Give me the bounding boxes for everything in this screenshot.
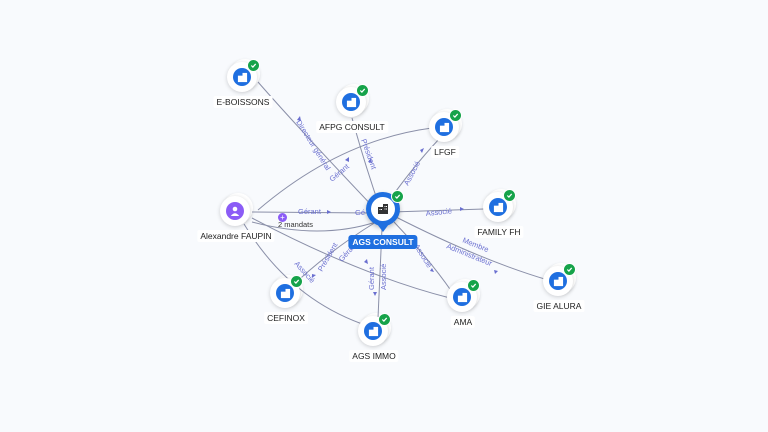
company-label: CEFINOX	[264, 312, 308, 324]
edge-ama-person	[251, 217, 451, 299]
arrow-family	[460, 207, 464, 211]
building-icon	[439, 122, 449, 132]
verified-check-icon	[563, 263, 576, 276]
company-label: AGS IMMO	[349, 350, 399, 362]
building-icon	[280, 288, 290, 298]
person-icon	[230, 206, 240, 216]
edge-cefinox-person	[251, 221, 377, 232]
edge-label-gerant2b: Gé	[355, 208, 365, 217]
edge-label-gerant4: Gérant	[367, 266, 376, 290]
building-icon	[237, 72, 247, 82]
company-label: AFPG CONSULT	[316, 121, 388, 133]
edge-eboissons	[257, 81, 379, 213]
verified-check-icon	[467, 279, 480, 292]
building-icon	[378, 204, 388, 214]
arrow-gie	[494, 270, 498, 274]
edge-ama	[393, 221, 453, 293]
verified-check-icon	[449, 109, 462, 122]
arrow-person	[327, 210, 331, 214]
verified-check-icon	[356, 84, 369, 97]
arrow-cefinox	[312, 274, 316, 278]
building-icon	[493, 202, 503, 212]
verified-check-icon	[503, 189, 516, 202]
center-label: AGS CONSULT	[348, 235, 418, 249]
verified-check-icon	[247, 59, 260, 72]
verified-check-icon	[290, 275, 303, 288]
edge-lfgf-person	[257, 127, 433, 211]
arrow-dg	[297, 116, 301, 121]
arrow-agsimmo	[373, 292, 377, 296]
mandates-count: 2 mandats	[278, 220, 314, 229]
arrow-lfgf	[420, 148, 424, 153]
edge-label-associe4: Associé	[379, 264, 388, 290]
arrow-afpg	[368, 158, 372, 163]
building-icon	[368, 326, 378, 336]
edge-family	[391, 208, 485, 213]
arrow-ama-person	[364, 259, 368, 264]
verified-check-icon	[391, 190, 404, 203]
arrow-ama	[430, 268, 434, 272]
person-label: Alexandre FAUPIN	[197, 230, 275, 242]
company-label: GIE ALURA	[533, 300, 585, 312]
arrow-lfgf-person	[345, 157, 349, 162]
company-label: FAMILY FH	[474, 226, 524, 238]
edge-giealura	[393, 215, 549, 281]
verified-check-icon	[378, 313, 391, 326]
edge-label-gerant2: Gérant	[298, 207, 322, 216]
edge-person-center	[251, 211, 371, 214]
building-icon	[457, 292, 467, 302]
center-pin	[366, 190, 404, 232]
building-icon	[346, 97, 356, 107]
edge-label-associe1: Associé	[402, 160, 422, 187]
plus-icon: +	[278, 213, 287, 222]
company-label: LFGF	[431, 146, 459, 158]
edge-label-associe2: Associé	[425, 206, 452, 218]
mandates-badge[interactable]: + 2 mandats	[278, 206, 313, 229]
company-label: E-BOISSONS	[213, 96, 273, 108]
building-icon	[553, 276, 563, 286]
company-label: AMA	[450, 316, 476, 328]
